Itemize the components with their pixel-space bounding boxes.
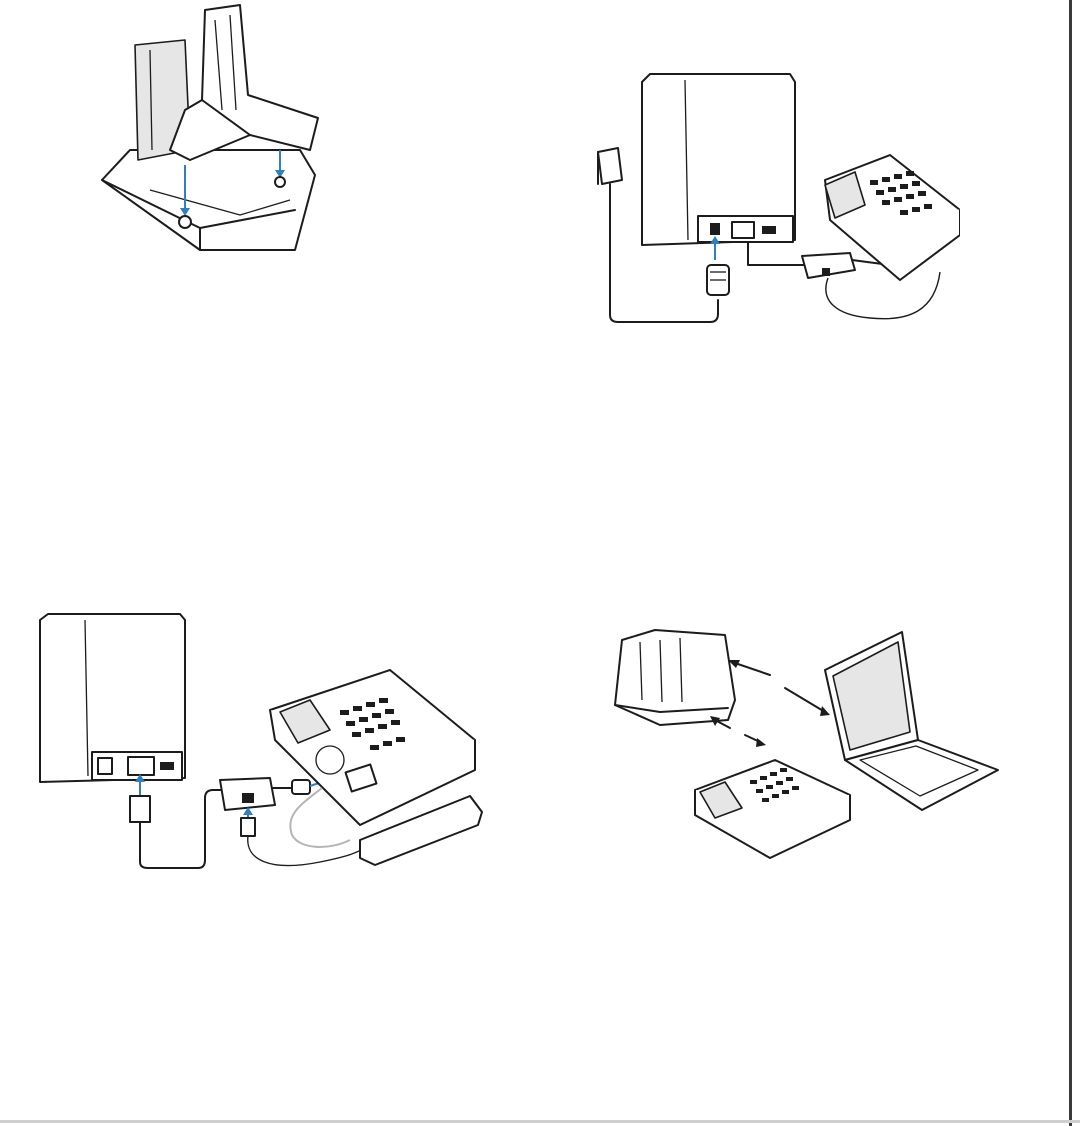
- handset-adapter: [220, 778, 328, 836]
- headset-cradle: [170, 5, 318, 160]
- power-port: [98, 758, 112, 774]
- power-port: [710, 223, 720, 235]
- figure-base-cradle-attach: [90, 0, 350, 260]
- handset-coil-cord: [248, 836, 370, 866]
- phone-port: [732, 222, 754, 238]
- handset-plug: [292, 780, 310, 794]
- base-rear-view: [642, 74, 795, 245]
- desk-phone: [695, 760, 850, 858]
- telephone-interface-cable: [130, 774, 222, 868]
- mount-hole-right: [275, 177, 285, 187]
- rj-plug: [130, 796, 150, 822]
- desk-phone: [270, 670, 475, 825]
- page-bottom-rule: [0, 1120, 1080, 1123]
- figure-power-and-phone: [570, 60, 960, 330]
- base-unit: [102, 150, 315, 250]
- base-rear-view: [40, 614, 185, 782]
- phone-port: [128, 757, 154, 775]
- figure-wireless-links: [600, 620, 1020, 860]
- mount-hole-left: [179, 216, 191, 228]
- base-with-cradle: [615, 630, 735, 725]
- coil-plug: [241, 818, 255, 836]
- usb-port: [160, 762, 174, 770]
- laptop: [825, 632, 998, 810]
- page-edge-rule: [1069, 0, 1072, 1126]
- figure-handset-cable-connection: [30, 600, 490, 880]
- usb-port: [762, 226, 776, 234]
